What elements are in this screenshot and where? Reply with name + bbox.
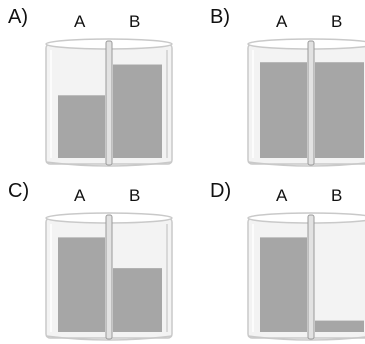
beaker-base bbox=[45, 335, 173, 341]
panel-d: D) A B bbox=[210, 180, 365, 341]
panel-letter: C) bbox=[8, 180, 30, 202]
panel-letter: B) bbox=[210, 6, 230, 28]
beaker-rim bbox=[247, 212, 365, 224]
side-a-label: A bbox=[276, 12, 288, 31]
liquid-a bbox=[58, 95, 105, 158]
beaker bbox=[247, 38, 365, 167]
divider-membrane bbox=[307, 214, 315, 340]
panel-a: A) A B bbox=[8, 6, 173, 167]
divider-membrane bbox=[105, 40, 113, 166]
beaker-base bbox=[247, 161, 365, 167]
liquid-a bbox=[260, 62, 307, 158]
divider-membrane bbox=[307, 40, 315, 166]
panel-c: C) A B bbox=[8, 180, 173, 341]
side-b-label: B bbox=[331, 12, 343, 31]
liquid-a bbox=[58, 237, 105, 332]
beaker bbox=[247, 212, 365, 341]
liquid-b bbox=[113, 64, 162, 158]
beaker bbox=[45, 38, 173, 167]
panel-b: B) A B bbox=[210, 6, 365, 167]
liquid-a bbox=[260, 237, 307, 332]
divider-membrane bbox=[105, 214, 113, 340]
panel-letter: A) bbox=[8, 6, 28, 28]
beaker-base bbox=[45, 161, 173, 167]
liquid-b bbox=[315, 62, 364, 158]
side-b-label: B bbox=[331, 186, 343, 205]
liquid-b bbox=[113, 268, 162, 332]
beaker-base bbox=[247, 335, 365, 341]
panel-letter: D) bbox=[210, 180, 232, 202]
side-b-label: B bbox=[129, 12, 141, 31]
side-a-label: A bbox=[74, 186, 86, 205]
side-a-label: A bbox=[74, 12, 86, 31]
beaker-rim bbox=[247, 38, 365, 50]
side-a-label: A bbox=[276, 186, 288, 205]
side-b-label: B bbox=[129, 186, 141, 205]
liquid-b bbox=[315, 320, 364, 332]
beaker bbox=[45, 212, 173, 341]
